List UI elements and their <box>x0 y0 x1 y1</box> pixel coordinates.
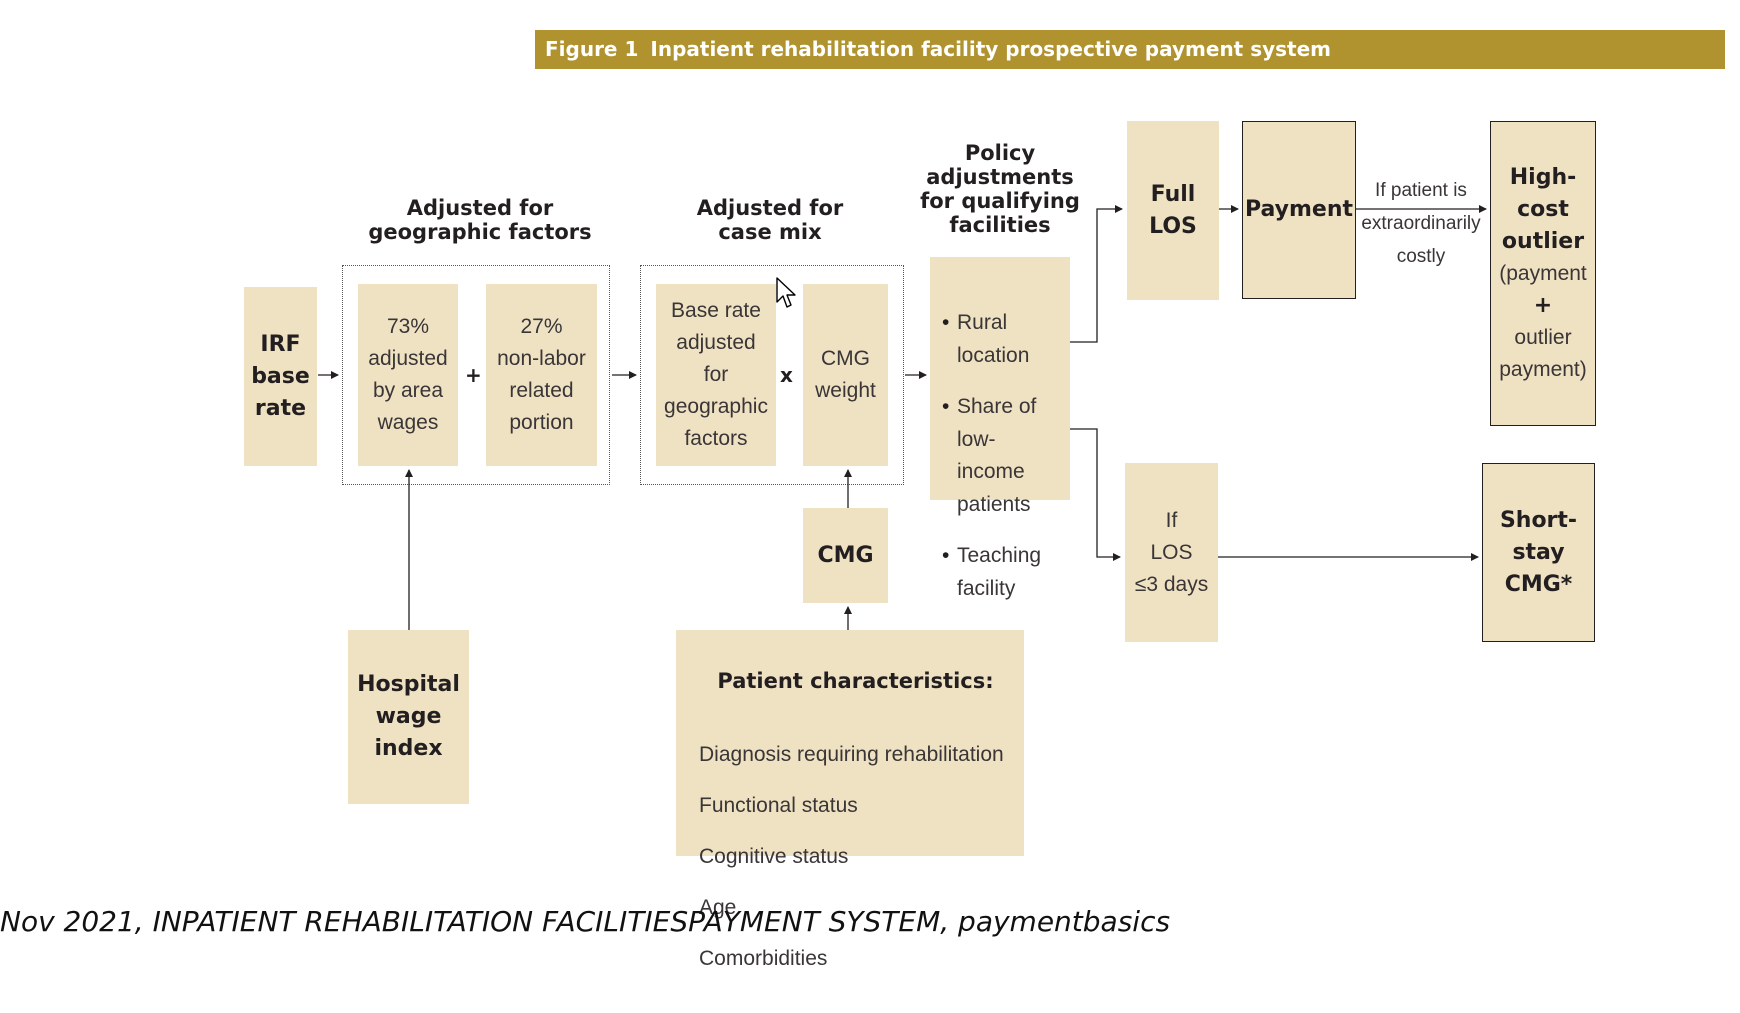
hospital-wage-index-box: Hospital wage index <box>348 630 469 804</box>
outlier-condition-label: If patient is extraordinarily costly <box>1361 180 1481 267</box>
short-stay-cmg-box: Short- stay CMG* <box>1482 463 1595 642</box>
geographic-adjustment-group <box>342 265 610 485</box>
times-operator: x <box>780 363 793 387</box>
case-mix-adjustment-group <box>640 265 904 485</box>
short-los-box: If LOS ≤3 days <box>1125 463 1218 642</box>
header-case-mix: Adjusted for case mix <box>696 196 844 244</box>
patient-characteristic-item: Comorbidities <box>699 947 828 970</box>
patient-characteristic-item: Functional status <box>699 794 858 817</box>
policy-adjustments-list: •Rural location •Share of low-income pat… <box>942 288 1062 624</box>
policy-item: •Teaching facility <box>942 540 1062 605</box>
plus-operator: + <box>465 363 482 387</box>
patient-characteristic-item: Diagnosis requiring rehabilitation <box>699 743 1004 766</box>
nonlabor-share-box: 27% non-labor related portion <box>486 284 597 466</box>
header-policy-adjustments: Policy adjustments for qualifying facili… <box>920 141 1080 237</box>
cmg-weight-box: CMG weight <box>803 284 888 466</box>
policy-item: •Share of low-income patients <box>942 391 1062 521</box>
wages-share-box: 73% adjusted by area wages <box>358 284 458 466</box>
patient-characteristic-item: Age <box>699 896 737 919</box>
figure-title-banner: Figure 1 Inpatient rehabilitation facilit… <box>535 30 1725 69</box>
high-cost-outlier-title: High- cost outlier <box>1501 164 1585 254</box>
patient-characteristics-box: Patient characteristics: Diagnosis requi… <box>676 630 1024 970</box>
high-cost-outlier-box: High- cost outlier (payment + outlier pa… <box>1490 121 1596 426</box>
payment-box: Payment <box>1242 121 1356 299</box>
figure-label: Figure 1 <box>545 37 639 61</box>
base-rate-adjusted-box: Base rate adjusted for geographic factor… <box>656 284 776 466</box>
high-cost-outlier-detail: outlier payment) <box>1499 325 1587 381</box>
source-caption: Nov 2021, INPATIENT REHABILITATION FACIL… <box>0 905 1171 938</box>
full-los-box: Full LOS <box>1127 121 1219 300</box>
mouse-cursor-icon <box>776 277 796 308</box>
policy-adjustments-box: •Rural location •Share of low-income pat… <box>930 257 1070 600</box>
irf-base-rate-box: IRF base rate <box>244 287 317 466</box>
patient-characteristic-item: Cognitive status <box>699 845 849 868</box>
arrow-policy-to-short-los <box>1070 428 1121 561</box>
high-cost-outlier-detail: (payment <box>1499 261 1587 285</box>
bullet-icon: • <box>942 395 950 418</box>
patient-characteristics-title: Patient characteristics: <box>717 669 994 693</box>
figure-title: Inpatient rehabilitation facility prospe… <box>650 37 1332 61</box>
plus-icon: + <box>1533 292 1553 318</box>
bullet-icon: • <box>942 311 950 334</box>
patient-characteristics-list: Diagnosis requiring rehabilitation Funct… <box>699 720 1012 994</box>
header-geographic-factors: Adjusted for geographic factors <box>368 196 592 244</box>
policy-item: •Rural location <box>942 307 1062 372</box>
bullet-icon: • <box>942 544 950 567</box>
cmg-box: CMG <box>803 508 888 603</box>
